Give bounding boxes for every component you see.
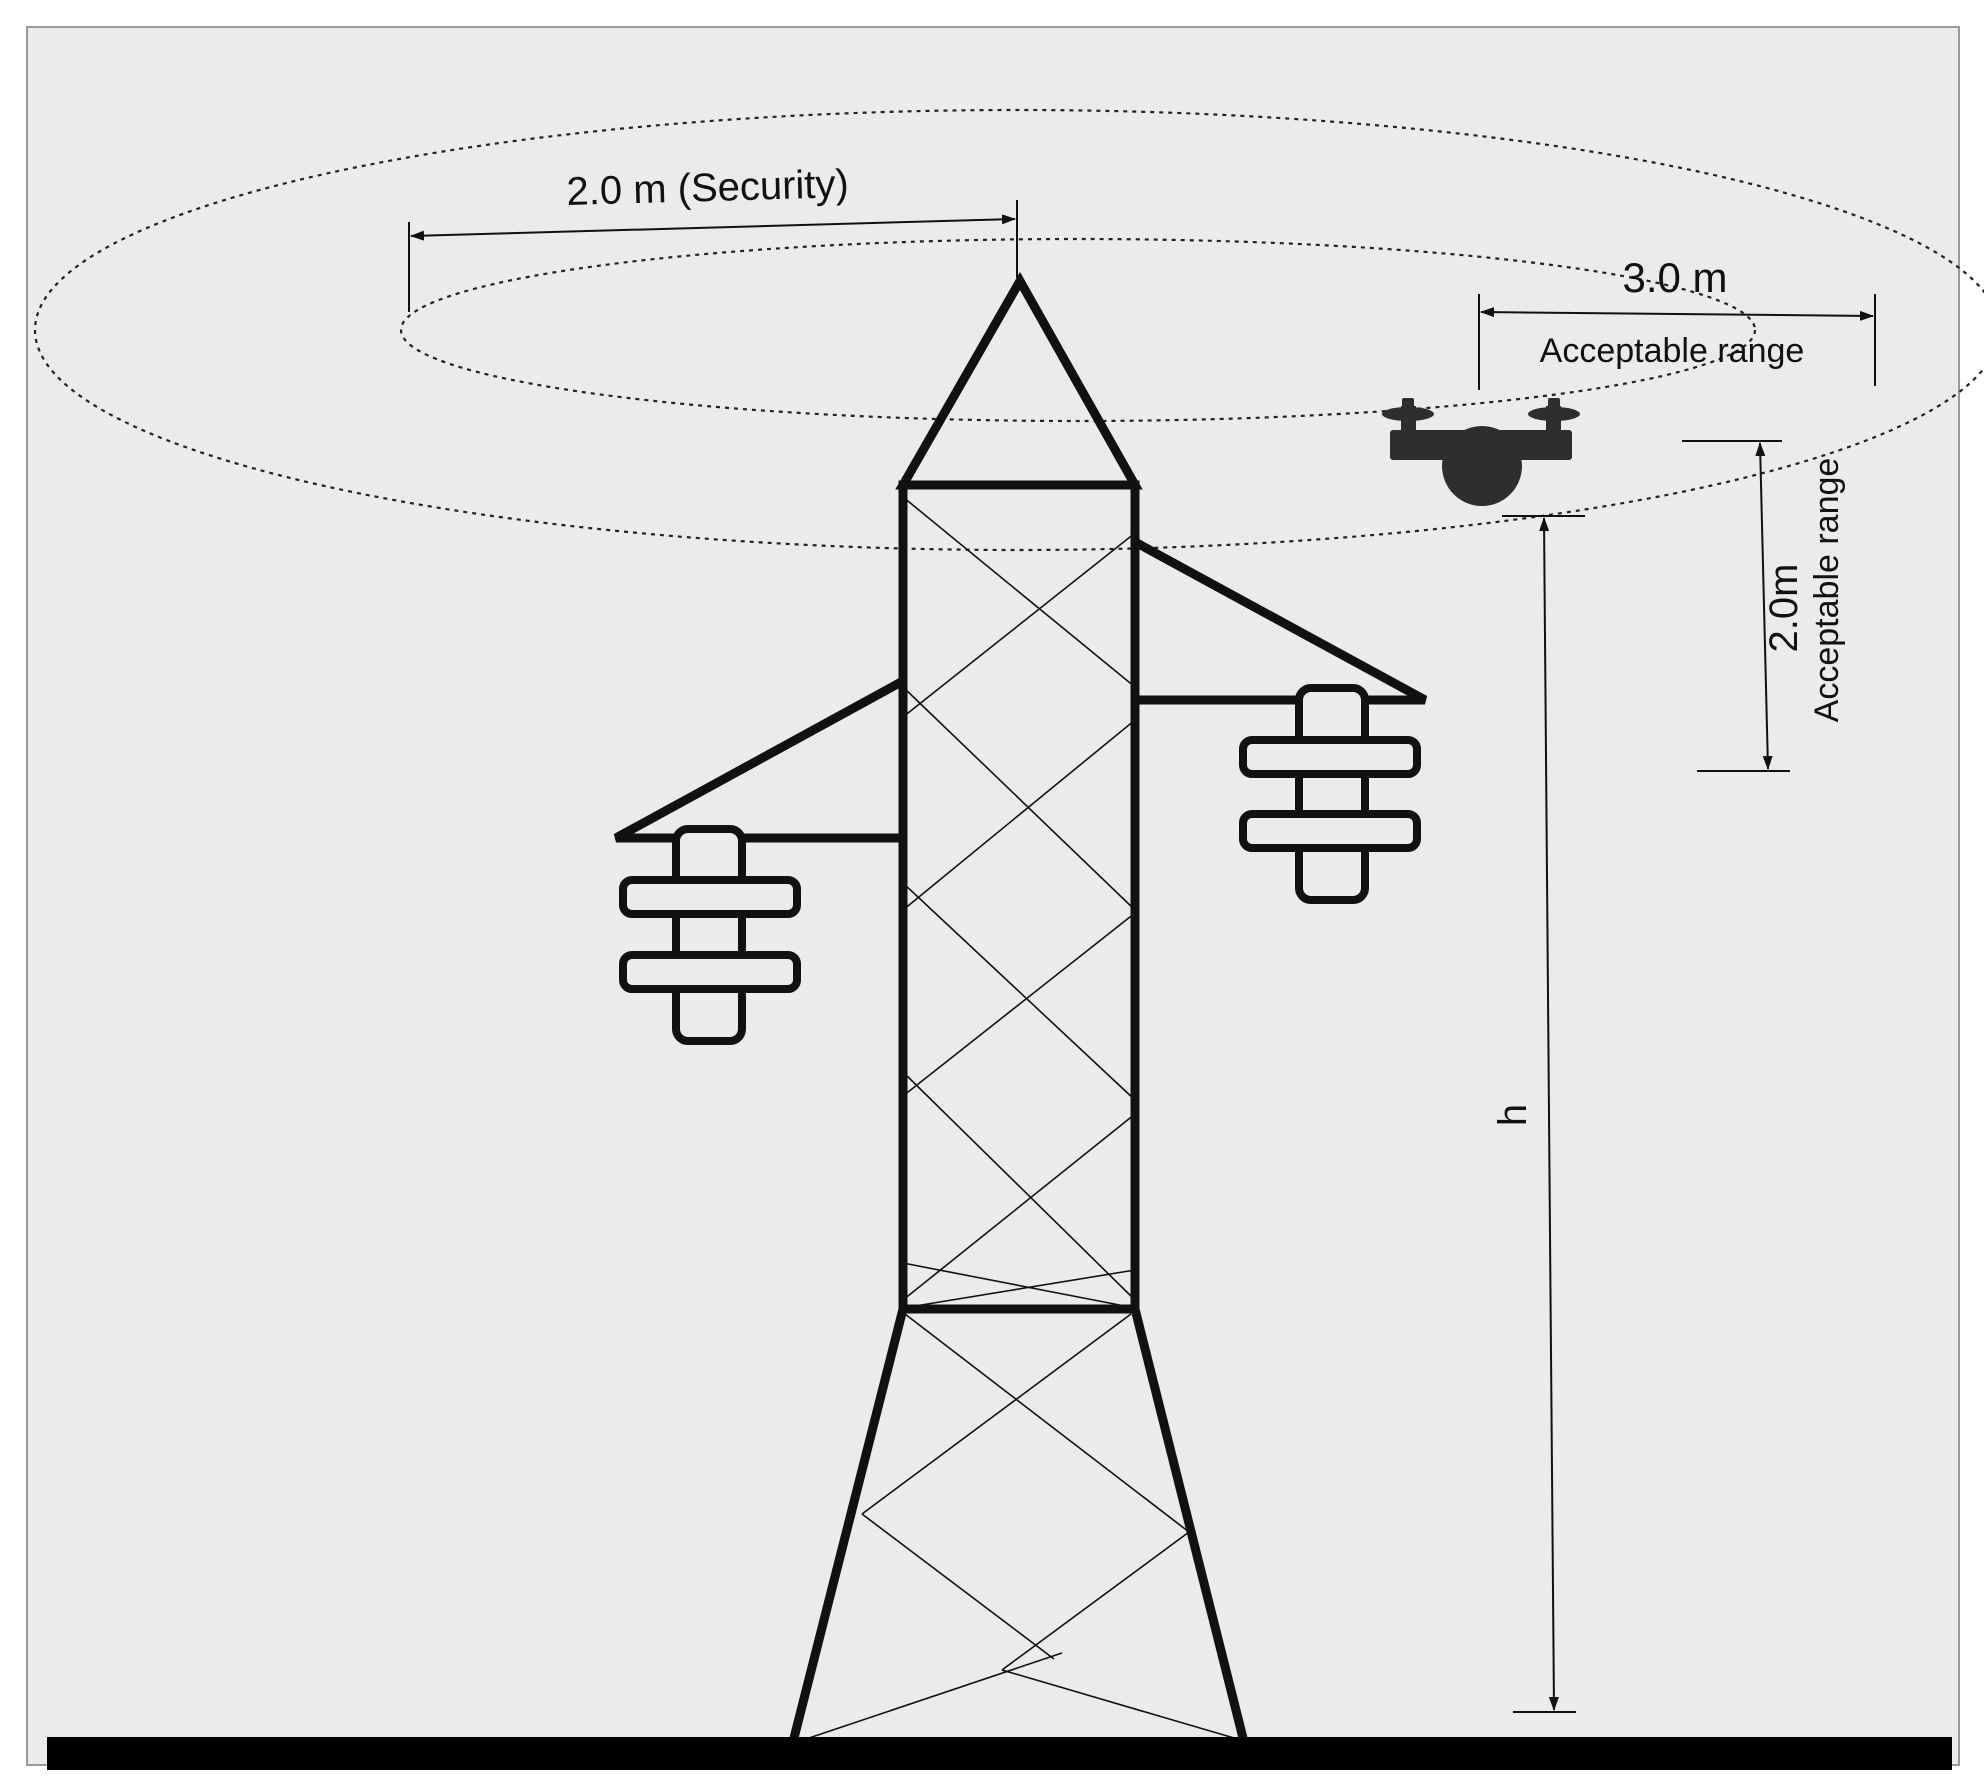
height-dimension: h	[1491, 515, 1585, 1713]
horizontal-range-caption: Acceptable range	[1540, 332, 1805, 370]
insulator-icon	[619, 825, 801, 1045]
tower-lattice	[808, 496, 1235, 1739]
vertical-range-value: 2.0m	[1762, 564, 1806, 653]
vertical-range-dimension: 2.0m Acceptable range	[1682, 440, 1846, 772]
security-label: 2.0 m (Security)	[566, 162, 849, 214]
acceptable-range-ellipse	[34, 108, 1984, 552]
horizontal-range-dimension: 3.0 m Acceptable range	[1478, 254, 1876, 390]
vertical-range-caption: Acceptable range	[1808, 458, 1846, 723]
horizontal-range-value: 3.0 m	[1622, 254, 1727, 301]
ground	[47, 1737, 1952, 1770]
security-dimension: 2.0 m (Security)	[408, 162, 1018, 312]
security-zone-ellipse	[399, 237, 1757, 423]
tower	[613, 271, 1428, 1740]
insulator-icon	[1239, 684, 1421, 904]
drone-icon	[1382, 398, 1580, 506]
height-label: h	[1491, 1104, 1535, 1126]
